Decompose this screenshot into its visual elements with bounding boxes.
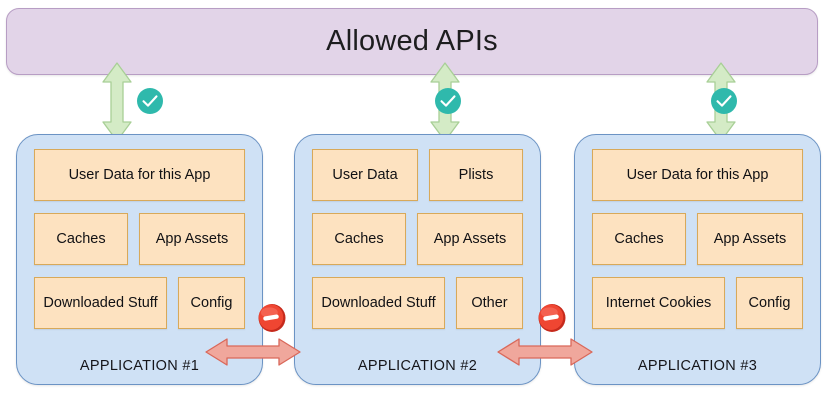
allowed-arrow-app1 [100, 62, 134, 142]
storage-box-app-assets[interactable]: App Assets [139, 213, 245, 265]
storage-box-app-assets[interactable]: App Assets [417, 213, 523, 265]
storage-grid-3: User Data for this App Caches App Assets… [592, 149, 803, 329]
blocked-arrow-app2-app3 [497, 334, 593, 370]
storage-row: User Data for this App [592, 149, 803, 201]
storage-box-user-data[interactable]: User Data [312, 149, 418, 201]
storage-grid-2: User Data Plists Caches App Assets Downl… [312, 149, 523, 329]
storage-box-caches[interactable]: Caches [592, 213, 686, 265]
storage-box-user-data[interactable]: User Data for this App [34, 149, 245, 201]
application-title-2: APPLICATION #2 [357, 358, 478, 374]
storage-row: User Data for this App [34, 149, 245, 201]
storage-row: Downloaded Stuff Other [312, 277, 523, 329]
application-title-3: APPLICATION #3 [637, 358, 758, 374]
storage-box-user-data[interactable]: User Data for this App [592, 149, 803, 201]
storage-box-caches[interactable]: Caches [34, 213, 128, 265]
storage-row: Caches App Assets [592, 213, 803, 265]
storage-row: Internet Cookies Config [592, 277, 803, 329]
blocked-arrow-app1-app2 [205, 334, 301, 370]
storage-box-internet-cookies[interactable]: Internet Cookies [592, 277, 725, 329]
storage-row: Caches App Assets [312, 213, 523, 265]
no-entry-icon-app2-app3 [537, 303, 567, 333]
storage-row: Caches App Assets [34, 213, 245, 265]
storage-box-downloaded-stuff[interactable]: Downloaded Stuff [34, 277, 167, 329]
storage-row: Downloaded Stuff Config [34, 277, 245, 329]
storage-box-app-assets[interactable]: App Assets [697, 213, 803, 265]
application-panel-2[interactable]: User Data Plists Caches App Assets Downl… [294, 134, 541, 385]
storage-box-config[interactable]: Config [736, 277, 803, 329]
storage-box-downloaded-stuff[interactable]: Downloaded Stuff [312, 277, 445, 329]
check-circle-icon-app3 [710, 87, 738, 115]
storage-row: User Data Plists [312, 149, 523, 201]
application-title-1: APPLICATION #1 [79, 358, 200, 374]
application-panel-3[interactable]: User Data for this App Caches App Assets… [574, 134, 821, 385]
check-circle-icon-app2 [434, 87, 462, 115]
storage-grid-1: User Data for this App Caches App Assets… [34, 149, 245, 329]
storage-box-other[interactable]: Other [456, 277, 523, 329]
check-circle-icon-app1 [136, 87, 164, 115]
storage-box-caches[interactable]: Caches [312, 213, 406, 265]
allowed-apis-label: Allowed APIs [326, 25, 498, 57]
storage-box-plists[interactable]: Plists [429, 149, 523, 201]
allowed-apis-bar: Allowed APIs [6, 8, 818, 75]
storage-box-config[interactable]: Config [178, 277, 245, 329]
no-entry-icon-app1-app2 [257, 303, 287, 333]
